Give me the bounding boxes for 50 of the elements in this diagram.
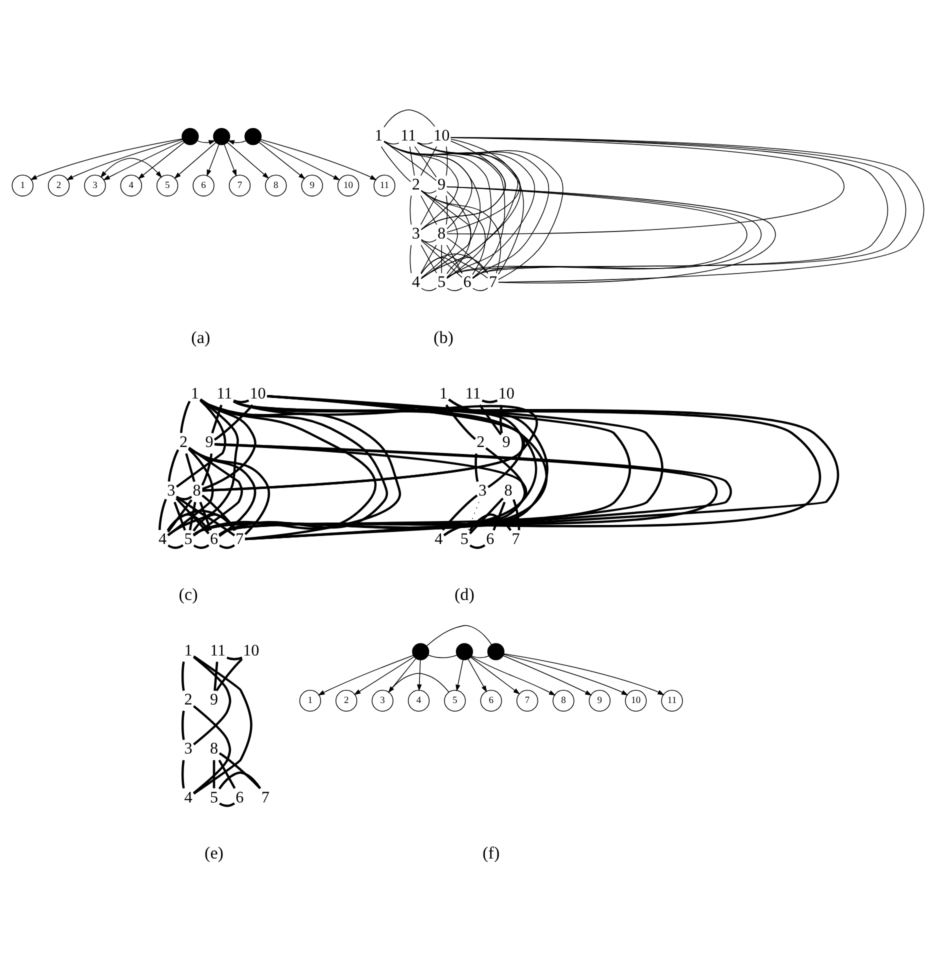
- node-text: 6: [486, 530, 494, 548]
- node-text: 4: [158, 530, 167, 548]
- label: (e): [204, 842, 224, 862]
- node-text: 11: [465, 385, 481, 402]
- node-text: 9: [438, 176, 446, 193]
- node-text: 10: [434, 126, 450, 144]
- node-text: 2: [184, 691, 192, 708]
- node-text: 7: [488, 274, 498, 291]
- node-text: 8: [504, 482, 512, 500]
- node-text: 3: [167, 482, 176, 500]
- node-text: 8: [210, 740, 218, 758]
- node-text: 5: [438, 274, 446, 291]
- node-text: 9: [502, 434, 510, 451]
- label: (f): [482, 842, 500, 862]
- node-text: 2: [476, 434, 485, 451]
- node-text: 3: [478, 482, 487, 500]
- label: (c): [178, 584, 198, 604]
- node-text: 10: [250, 385, 266, 402]
- node-text: 5: [184, 530, 192, 548]
- node-text: 5: [460, 530, 468, 548]
- node-text: 11: [216, 385, 232, 402]
- node-text: 10: [243, 642, 260, 660]
- label: (b): [434, 328, 454, 347]
- label: (a): [191, 328, 210, 347]
- node-text: 2: [412, 176, 420, 193]
- label: (d): [454, 584, 474, 604]
- node-text: 9: [210, 691, 218, 708]
- node-text: 7: [236, 530, 244, 548]
- node-text: 10: [498, 385, 514, 402]
- node-text: 11: [210, 642, 226, 660]
- node-text: 3: [184, 740, 192, 758]
- node-text: 1: [184, 642, 192, 660]
- node-text: 6: [236, 788, 244, 806]
- node-text: 11: [400, 126, 416, 144]
- node-text: 4: [412, 274, 420, 291]
- node-text: 1: [190, 385, 200, 402]
- node-text: 1: [439, 385, 448, 402]
- node-text: 9: [205, 434, 214, 451]
- node-text: 6: [210, 530, 218, 548]
- node-text: 5: [210, 788, 218, 806]
- node-text: 7: [512, 530, 520, 548]
- node-text: 1: [374, 126, 383, 144]
- node-text: 2: [179, 434, 188, 451]
- node-text: 4: [184, 788, 192, 806]
- node-text: 8: [438, 225, 446, 242]
- node-text: 4: [434, 530, 443, 548]
- node-text: 3: [412, 225, 420, 242]
- node-text: 7: [261, 788, 270, 806]
- node-text: 8: [192, 482, 201, 500]
- node-text: 6: [463, 274, 472, 291]
